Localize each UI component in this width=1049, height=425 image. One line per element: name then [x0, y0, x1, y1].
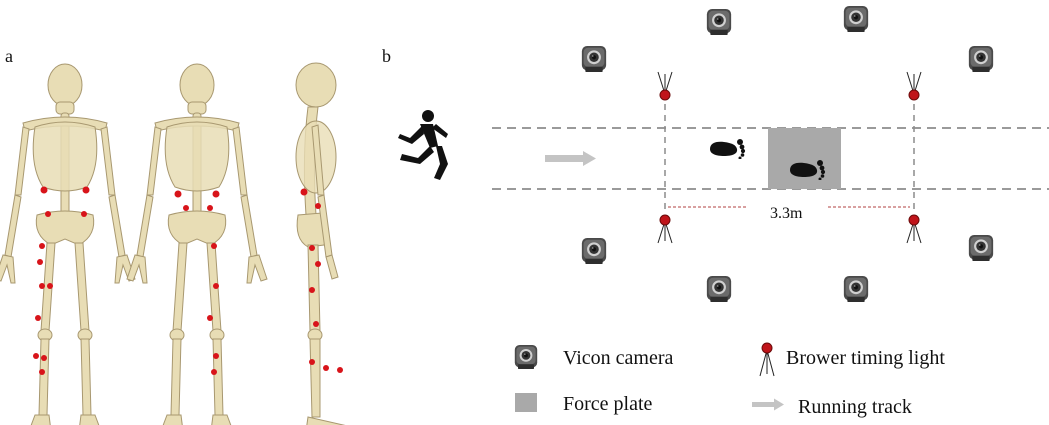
- marker: [81, 211, 87, 217]
- marker: [82, 186, 90, 194]
- marker-set: [33, 186, 343, 375]
- vicon-camera-icon: [581, 46, 607, 72]
- marker: [39, 243, 45, 249]
- marker: [39, 283, 45, 289]
- marker: [40, 186, 48, 194]
- skeleton-back: [126, 63, 268, 425]
- marker: [300, 188, 308, 196]
- vicon-camera-icon: [706, 276, 732, 302]
- marker: [309, 245, 315, 251]
- marker: [207, 315, 213, 321]
- skeleton-front: [0, 63, 136, 425]
- panel-b-label: b: [382, 46, 391, 66]
- marker: [33, 353, 39, 359]
- vicon-camera-icon: [968, 46, 994, 72]
- marker: [41, 355, 47, 361]
- timing-light-icon: [657, 71, 673, 101]
- marker: [309, 287, 315, 293]
- force-plate: [768, 128, 841, 189]
- marker: [315, 261, 321, 267]
- timing-light-icon: [906, 71, 922, 101]
- distance-label: 3.3m: [770, 205, 803, 222]
- marker: [211, 243, 217, 249]
- marker: [183, 205, 189, 211]
- vicon-camera-icon: [843, 276, 869, 302]
- legend-arrow-icon: [752, 398, 784, 411]
- legend-vicon-camera-icon: [514, 345, 538, 369]
- legend: Vicon camera Brower timing light Force p…: [514, 342, 945, 418]
- marker: [309, 359, 315, 365]
- legend-timing-light-icon: [759, 342, 775, 377]
- runner-icon: [398, 110, 448, 180]
- marker: [39, 369, 45, 375]
- marker: [212, 190, 220, 198]
- marker: [213, 353, 219, 359]
- marker: [213, 283, 219, 289]
- marker: [37, 259, 43, 265]
- marker: [35, 315, 41, 321]
- vicon-camera-icon: [843, 6, 869, 32]
- marker: [313, 321, 319, 327]
- vicon-camera-icon: [706, 9, 732, 35]
- panel-a-label: a: [5, 46, 13, 66]
- legend-force-plate-label: Force plate: [563, 393, 653, 415]
- marker: [47, 283, 53, 289]
- marker: [174, 190, 182, 198]
- vicon-camera-icon: [968, 235, 994, 261]
- marker: [323, 365, 329, 371]
- legend-timing-light-label: Brower timing light: [786, 347, 945, 369]
- marker: [45, 211, 51, 217]
- legend-running-track-label: Running track: [798, 396, 912, 418]
- footprint-icon: [710, 139, 746, 159]
- marker: [337, 367, 343, 373]
- marker: [315, 203, 321, 209]
- vicon-camera-icon: [581, 238, 607, 264]
- timing-light-icon: [657, 214, 673, 244]
- timing-light-icon: [906, 214, 922, 244]
- legend-vicon-camera-label: Vicon camera: [563, 347, 674, 369]
- marker: [211, 369, 217, 375]
- running-direction-arrow: [545, 151, 596, 166]
- legend-force-plate-swatch: [515, 393, 537, 412]
- marker: [207, 205, 213, 211]
